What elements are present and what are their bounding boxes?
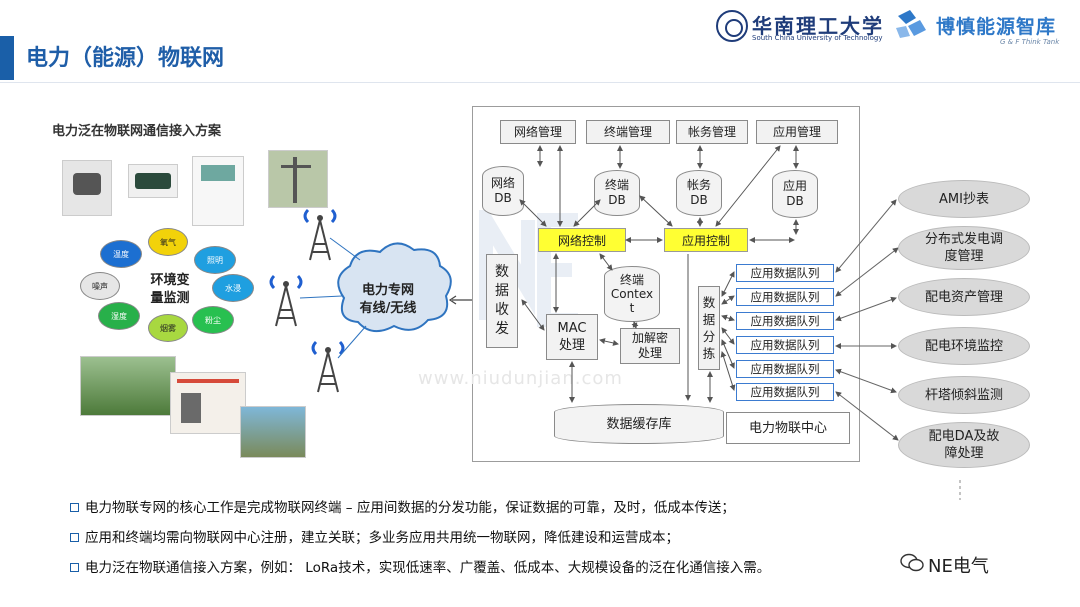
page-title: 电力（能源）物联网 [26, 46, 225, 71]
app-distributed-generation: 分布式发电调度管理 [898, 226, 1030, 270]
application-control-box: 应用控制 [664, 228, 748, 252]
bubble-humidity: 湿度 [98, 302, 140, 330]
bullet-item: 电力物联专网的核心工作是完成物联网终端 – 应用间数据的分发功能，保证数据的可靠… [70, 496, 735, 516]
village-photo [240, 406, 306, 458]
header-divider [0, 82, 1080, 83]
bullet-item: 应用和终端均需向物联网中心注册，建立关联；多业务应用共用统一物联网，降低建设和运… [70, 526, 679, 546]
bubble-smoke: 烟雾 [148, 314, 188, 342]
app-data-queue: 应用数据队列 [736, 288, 834, 306]
app-da-fault-handling: 配电DA及故障处理 [898, 422, 1030, 468]
scut-logo-name: 华南理工大学 [752, 14, 884, 38]
bubble-temperature: 温度 [100, 240, 142, 268]
thinktank-logo-name: 博慎能源智库 [936, 16, 1057, 38]
bullet-item: 电力泛在物联通信接入方案，例如： LoRa技术，实现低速率、广覆盖、低成本、大规… [70, 556, 770, 576]
terrace-photo [80, 356, 176, 416]
app-data-queue: 应用数据队列 [736, 312, 834, 330]
bubble-water: 水浸 [212, 274, 254, 302]
meter-device-photo [128, 164, 178, 198]
network-management-box: 网络管理 [500, 120, 576, 144]
app-tower-tilt-monitoring: 杆塔倾斜监测 [898, 376, 1030, 414]
billing-management-box: 帐务管理 [676, 120, 748, 144]
bullet-square-icon [70, 532, 79, 542]
bullet-square-icon [70, 502, 79, 512]
data-transceiver-box: 数据 收发 [486, 254, 518, 348]
private-network-label: 电力专网 有线/无线 [359, 283, 417, 316]
tower-icon [303, 208, 337, 261]
app-data-queue: 应用数据队列 [736, 336, 834, 354]
substation-photo [268, 150, 328, 208]
data-cache-store: 数据缓存库 [554, 404, 724, 444]
wechat-icon [900, 553, 924, 572]
bubble-lighting: 照明 [194, 246, 236, 274]
env-monitor-label: 环境变 量监测 [150, 273, 190, 306]
title-accent-bar [0, 36, 14, 80]
thinktank-logo-icon [896, 10, 926, 38]
scut-seal-icon [716, 10, 748, 42]
thinktank-logo-english: G & F Think Tank [1000, 38, 1060, 46]
app-data-queue: 应用数据队列 [736, 360, 834, 378]
tower-icon [269, 274, 303, 327]
bubble-noise: 噪声 [80, 272, 120, 300]
network-control-box: 网络控制 [538, 228, 626, 252]
app-distribution-asset-mgmt: 配电资产管理 [898, 278, 1030, 316]
data-sorting-box: 数据 分拣 [698, 286, 720, 370]
section-subtitle: 电力泛在物联网通信接入方案 [52, 124, 222, 139]
app-ami-meter-reading: AMI抄表 [898, 180, 1030, 218]
bubble-oxygen: 氧气 [148, 228, 188, 256]
app-data-queue: 应用数据队列 [736, 383, 834, 401]
iot-center-label: 电力物联中心 [726, 412, 850, 444]
app-data-queue: 应用数据队列 [736, 264, 834, 282]
smart-meter-photo [192, 156, 244, 226]
app-distribution-env-monitoring: 配电环境监控 [898, 327, 1030, 365]
scut-logo-english: South China University of Technology [752, 34, 883, 42]
tower-icon [311, 340, 345, 393]
application-management-box: 应用管理 [756, 120, 838, 144]
bullet-square-icon [70, 562, 79, 572]
sensor-photo [62, 160, 112, 216]
crypto-processing-box: 加解密处理 [620, 328, 680, 364]
wechat-account-name: NE电气 [928, 556, 989, 577]
terminal-management-box: 终端管理 [586, 120, 670, 144]
document-photo [170, 372, 246, 434]
bubble-dust: 粉尘 [192, 306, 234, 334]
